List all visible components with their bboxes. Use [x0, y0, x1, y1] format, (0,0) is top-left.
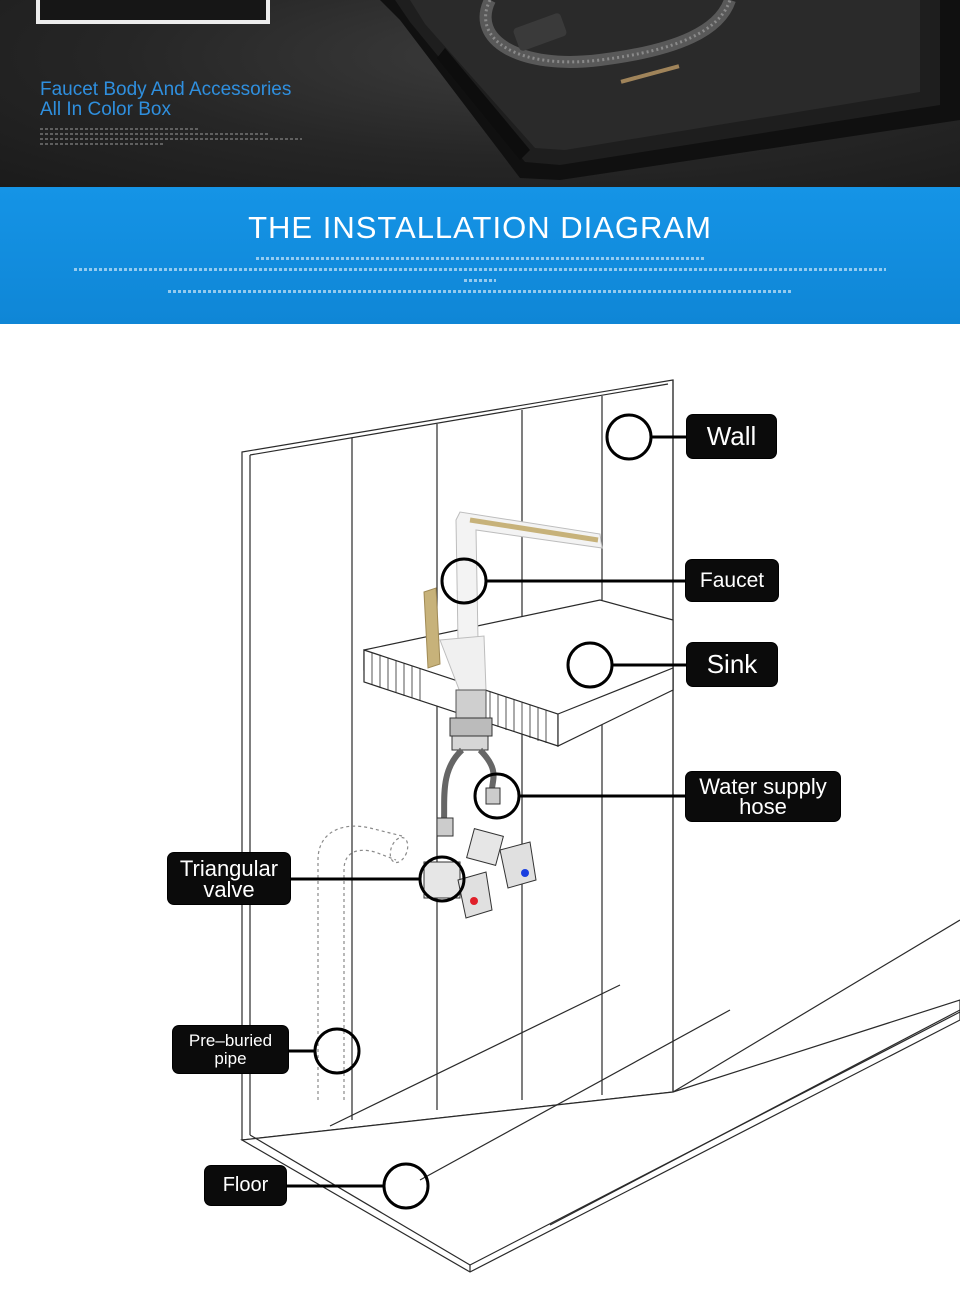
- label-water-supply-hose: Water supply hose: [686, 772, 840, 821]
- installation-diagram: [240, 379, 960, 1273]
- fine-print-line: [464, 279, 496, 282]
- wall-outline: [241, 379, 674, 1141]
- label-wall-text: Wall: [706, 421, 757, 451]
- pre-buried-pipe: [317, 825, 409, 1100]
- floor-outline: [240, 919, 960, 1273]
- label-floor-text: Floor: [222, 1174, 269, 1196]
- fine-print-line: [168, 290, 792, 293]
- banner-title-line1: Faucet Body And Accessories: [40, 79, 292, 100]
- label-faucet-text: Faucet: [699, 568, 765, 592]
- cold-indicator: [521, 869, 529, 877]
- installation-title-band: [0, 187, 960, 324]
- label-triangular-valve-line1: Triangular: [179, 855, 279, 881]
- label-faucet: Faucet: [686, 560, 778, 601]
- label-water-supply-hose-line2: hose: [739, 793, 787, 819]
- triangular-valves: [423, 828, 537, 919]
- banner-title-line2: All In Color Box: [40, 99, 171, 120]
- label-water-supply-hose-line1: Water supply: [699, 773, 827, 799]
- label-sink-text: Sink: [706, 649, 758, 679]
- hot-indicator: [470, 897, 478, 905]
- label-wall: Wall: [687, 415, 776, 458]
- fine-print-line: [40, 128, 200, 130]
- label-triangular-valve: Triangular valve: [168, 853, 290, 904]
- section-title: THE INSTALLATION DIAGRAM: [248, 210, 712, 245]
- fine-print-line: [40, 143, 164, 145]
- faucet-illustration: [423, 511, 603, 837]
- label-floor: Floor: [205, 1166, 286, 1205]
- fine-print-line: [74, 268, 886, 271]
- label-pre-buried-pipe: Pre–buried pipe: [173, 1026, 288, 1073]
- label-triangular-valve-line2: valve: [203, 876, 255, 902]
- callout-markers: [284, 413, 690, 1210]
- product-box-banner: Faucet Body And Accessories All In Color…: [0, 0, 960, 187]
- fine-print-line: [256, 257, 704, 260]
- label-sink: Sink: [687, 643, 777, 686]
- fine-print-line: [40, 138, 302, 140]
- color-box-image: [36, 0, 960, 180]
- label-pre-buried-pipe-line2: pipe: [214, 1048, 247, 1068]
- fine-print-line: [40, 133, 268, 135]
- label-pre-buried-pipe-line1: Pre–buried: [188, 1030, 273, 1050]
